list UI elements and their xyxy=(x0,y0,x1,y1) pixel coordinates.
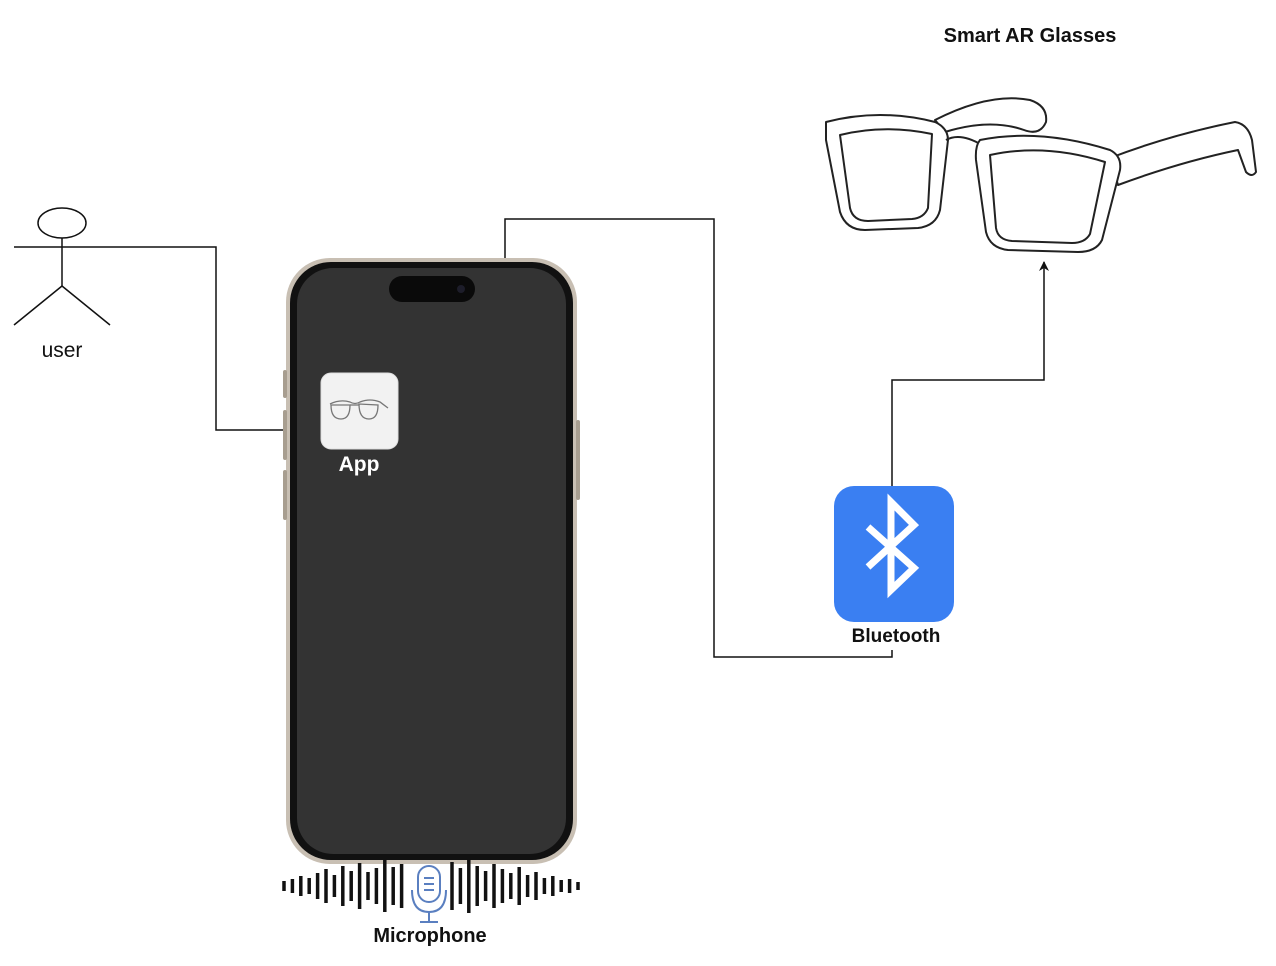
app-label: App xyxy=(338,453,380,476)
phone-device xyxy=(283,258,580,864)
connector-bluetooth-to-glasses xyxy=(891,261,1049,486)
microphone-label: Microphone xyxy=(373,925,487,947)
phone-dynamic-island xyxy=(389,276,475,302)
glasses-label: Smart AR Glasses xyxy=(943,25,1117,47)
bluetooth-icon xyxy=(834,486,954,622)
connector-phone-to-bluetooth xyxy=(504,218,893,658)
microphone-waveform-icon xyxy=(282,859,580,913)
app-icon[interactable] xyxy=(320,372,399,450)
connector-user-to-app xyxy=(110,246,319,435)
bluetooth-label: Bluetooth xyxy=(851,626,941,647)
user-label: user xyxy=(41,339,83,362)
user-actor-icon xyxy=(13,207,111,326)
microphone-icon xyxy=(411,865,447,923)
glasses-app-icon xyxy=(329,399,389,420)
smart-ar-glasses-icon xyxy=(825,97,1257,253)
